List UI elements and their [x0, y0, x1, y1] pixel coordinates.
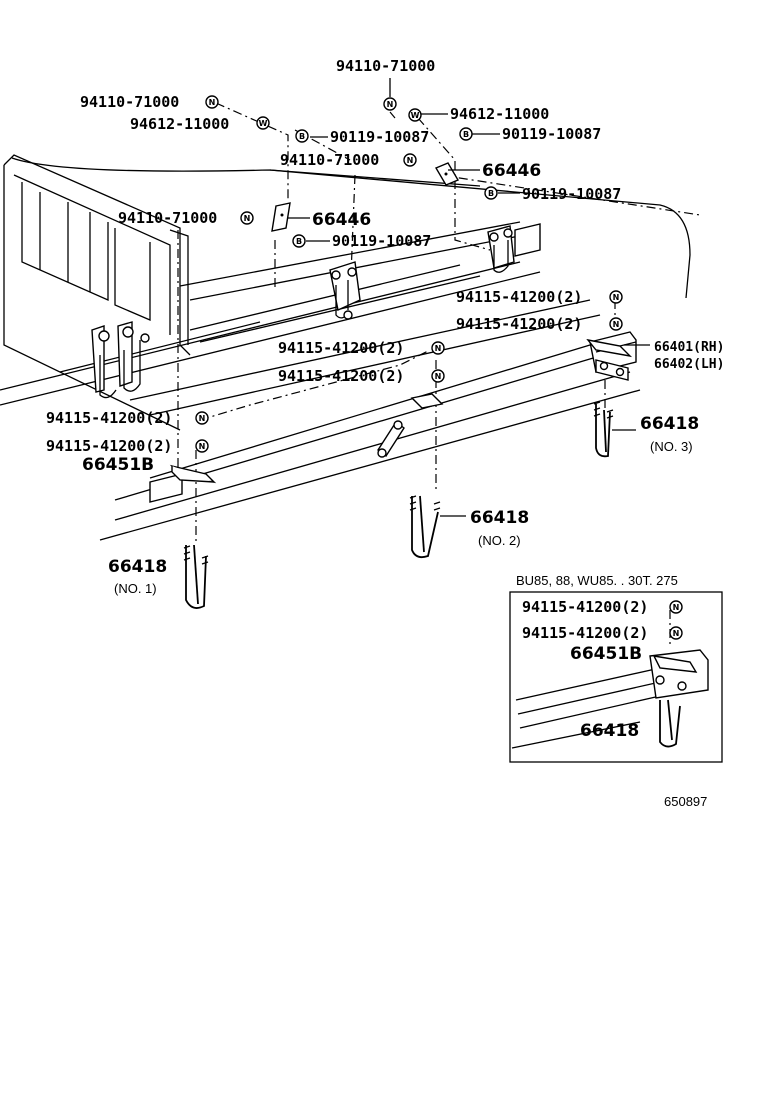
- part-label: 90119-10087: [332, 232, 431, 250]
- part-label: (NO. 2): [478, 533, 521, 548]
- spring-hanger-left: [91, 321, 150, 399]
- part-label: 66402(LH): [654, 357, 724, 372]
- nut-symbol: N: [431, 341, 445, 355]
- svg-text:N: N: [435, 344, 442, 353]
- svg-text:N: N: [435, 372, 442, 381]
- nut-symbol: N: [431, 369, 445, 383]
- washer-symbol: W: [256, 116, 270, 130]
- svg-text:N: N: [673, 603, 680, 612]
- svg-text:N: N: [199, 414, 206, 423]
- part-label: 94115-41200(2): [522, 598, 648, 616]
- spring-hanger-center: [329, 261, 361, 320]
- svg-text:N: N: [209, 98, 216, 107]
- washer-symbol: W: [408, 108, 422, 122]
- part-label: 90119-10087: [522, 185, 621, 203]
- nut-symbol: N: [609, 317, 623, 331]
- part-label: 66451B: [570, 644, 642, 664]
- seat-66451b: [169, 464, 217, 484]
- part-label: 66418: [470, 508, 529, 528]
- svg-text:N: N: [613, 320, 620, 329]
- part-label: 66418: [640, 414, 699, 434]
- part-label: 94110-71000: [80, 93, 179, 111]
- part-label: 94115-41200(2): [522, 624, 648, 642]
- part-label: 94115-41200(2): [46, 409, 172, 427]
- part-label: 94110-71000: [280, 151, 379, 169]
- part-label: 90119-10087: [330, 128, 429, 146]
- inset-caption: BU85, 88, WU85. . 30T. 275: [516, 573, 678, 588]
- part-label: 94115-41200(2): [46, 437, 172, 455]
- svg-text:B: B: [296, 237, 302, 246]
- part-label: 66446: [312, 210, 371, 230]
- nut-symbol: N: [669, 600, 683, 614]
- nut-symbol: N: [195, 439, 209, 453]
- svg-text:N: N: [244, 214, 251, 223]
- svg-text:B: B: [463, 130, 469, 139]
- part-label: (NO. 3): [650, 439, 693, 454]
- inset-detail: [509, 591, 723, 763]
- part-label: 94110-71000: [336, 57, 435, 75]
- figure-id: 650897: [664, 794, 707, 809]
- bolt-symbol: B: [295, 129, 309, 143]
- part-label: 94115-41200(2): [456, 288, 582, 306]
- u-bolt-no2: [409, 495, 441, 559]
- seat-66401-66402: [586, 338, 633, 381]
- svg-text:W: W: [411, 111, 420, 120]
- svg-text:N: N: [613, 293, 620, 302]
- nut-symbol: N: [383, 97, 397, 111]
- part-label: 94612-11000: [130, 115, 229, 133]
- hardware-symbols: N W B N W B N B N B N N N N N N N N: [195, 95, 683, 640]
- part-label: 66446: [482, 161, 541, 181]
- part-label: 90119-10087: [502, 125, 601, 143]
- spring-hanger-right: [487, 223, 541, 273]
- part-label: 66418: [580, 721, 639, 741]
- part-label: 94110-71000: [118, 209, 217, 227]
- bolt-symbol: B: [484, 186, 498, 200]
- bracket-66446-right: [434, 162, 460, 186]
- nut-symbol: N: [669, 626, 683, 640]
- part-label: 94115-41200(2): [278, 339, 404, 357]
- part-label: 66451B: [82, 455, 154, 475]
- bolt-symbol: B: [292, 234, 306, 248]
- svg-text:N: N: [387, 100, 394, 109]
- part-label: (NO. 1): [114, 581, 157, 596]
- part-label: 94115-41200(2): [278, 367, 404, 385]
- bracket-66446-left: [271, 202, 291, 232]
- bolt-symbol: B: [459, 127, 473, 141]
- part-labels: 94110-71000 94110-71000 94612-11000 9461…: [46, 57, 724, 809]
- svg-text:B: B: [488, 189, 494, 198]
- nut-symbol: N: [403, 153, 417, 167]
- u-bolt-no3: [593, 401, 614, 458]
- label-leaders: [288, 78, 650, 517]
- svg-text:N: N: [199, 442, 206, 451]
- svg-text:W: W: [259, 119, 268, 128]
- nut-symbol: N: [195, 411, 209, 425]
- center-shackle: [377, 393, 444, 458]
- nut-symbol: N: [205, 95, 219, 109]
- part-label: 94612-11000: [450, 105, 549, 123]
- u-bolt-no1: [183, 544, 209, 609]
- part-label: 66401(RH): [654, 340, 724, 355]
- nut-symbol: N: [609, 290, 623, 304]
- svg-text:N: N: [407, 156, 414, 165]
- svg-text:B: B: [299, 132, 305, 141]
- part-label: 66418: [108, 557, 167, 577]
- svg-text:N: N: [673, 629, 680, 638]
- part-label: 94115-41200(2): [456, 315, 582, 333]
- nut-symbol: N: [240, 211, 254, 225]
